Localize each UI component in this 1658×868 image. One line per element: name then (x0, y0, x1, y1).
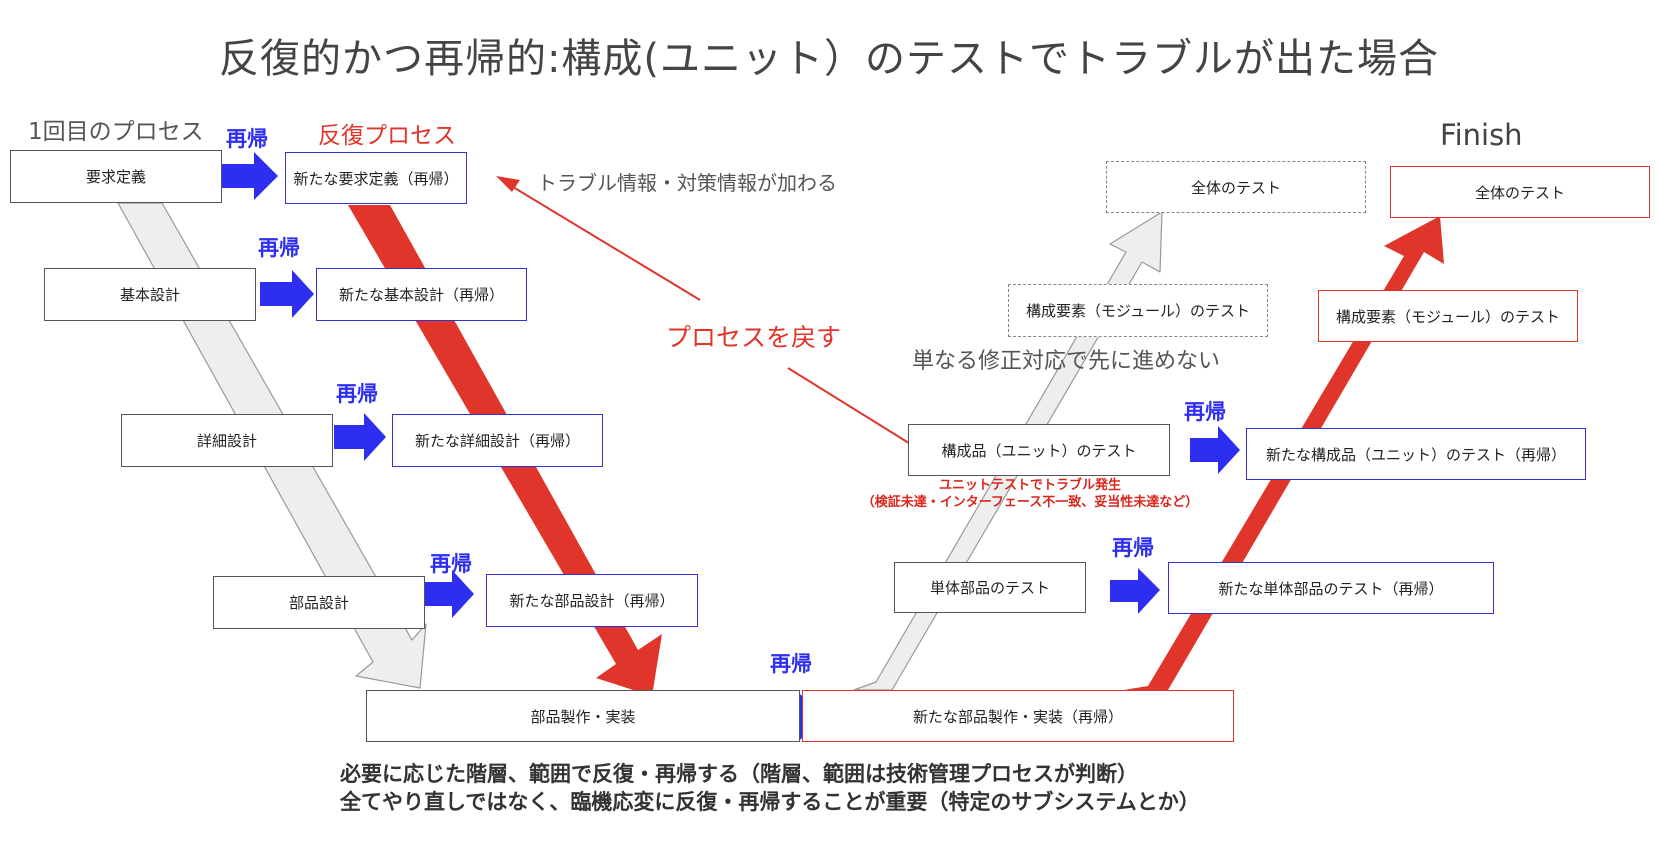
recursion-arrow-2 (260, 270, 314, 318)
recursion-label-7: 再帰 (1184, 400, 1226, 424)
recursion-label-1: 再帰 (226, 127, 268, 151)
footer-notes: 必要に応じた階層、範囲で反復・再帰する（階層、範囲は技術管理プロセスが判断） 全… (340, 760, 1200, 816)
trouble-note-line1: ユニットテストでトラブル発生 (938, 478, 1121, 493)
recursion-arrow-6 (1110, 568, 1160, 614)
requirements-box: 要求定義 (10, 150, 222, 203)
trouble-note: ユニットテストでトラブル発生 （検証未達・インターフェース不一致、妥当性未達など… (840, 477, 1220, 511)
module-test-box: 構成要素（モジュール）のテスト (1318, 290, 1578, 342)
recursion-arrow-4 (422, 570, 474, 618)
part-design-box: 部品設計 (213, 576, 425, 629)
new-part-design-box: 新たな部品設計（再帰） (486, 574, 698, 627)
basic-design-box: 基本設計 (44, 268, 256, 321)
recursion-label-6: 再帰 (1112, 536, 1154, 560)
recursion-arrow-3 (334, 413, 386, 461)
new-unit-part-test-box: 新たな単体部品のテスト（再帰） (1168, 562, 1494, 614)
return-line-lower (787, 367, 913, 446)
new-detail-design-box: 新たな詳細設計（再帰） (392, 414, 603, 467)
recursion-label-2: 再帰 (258, 236, 300, 260)
recursion-arrow-7 (1190, 426, 1240, 474)
finish-label: Finish (1440, 118, 1523, 152)
return-process-label: プロセスを戻す (666, 323, 842, 352)
part-manufacture-box: 部品製作・実装 (366, 690, 800, 742)
detail-design-box: 詳細設計 (121, 414, 333, 467)
recursion-label-4: 再帰 (430, 552, 472, 576)
page-title: 反復的かつ再帰的:構成(ユニット）のテストでトラブルが出た場合 (218, 36, 1440, 82)
return-arrowhead (496, 176, 520, 192)
first-process-label: 1回目のプロセス (28, 119, 204, 145)
new-basic-design-box: 新たな基本設計（再帰） (316, 268, 527, 321)
trouble-info-label: トラブル情報・対策情報が加わる (537, 171, 837, 195)
new-requirements-box: 新たな要求定義（再帰） (285, 152, 467, 204)
module-test-dashed-box: 構成要素（モジュール）のテスト (1008, 284, 1268, 337)
whole-test-box: 全体のテスト (1390, 166, 1650, 218)
new-part-manufacture-box: 新たな部品製作・実装（再帰） (802, 690, 1234, 742)
recursion-label-5: 再帰 (770, 652, 812, 676)
whole-test-dashed-box: 全体のテスト (1106, 161, 1366, 213)
unit-part-test-box: 単体部品のテスト (894, 562, 1086, 613)
footer-line1: 必要に応じた階層、範囲で反復・再帰する（階層、範囲は技術管理プロセスが判断） (340, 762, 1138, 786)
return-line-upper (507, 183, 701, 301)
trouble-note-line2: （検証未達・インターフェース不一致、妥当性未達など） (861, 495, 1199, 510)
not-just-fix-label: 単なる修正対応で先に進めない (912, 349, 1221, 374)
iteration-process-label: 反復プロセス (318, 123, 456, 149)
recursion-label-3: 再帰 (336, 382, 378, 406)
footer-line2: 全てやり直しではなく、臨機応変に反復・再帰することが重要（特定のサブシステムとか… (340, 790, 1200, 814)
recursion-arrow-1 (222, 152, 278, 200)
unit-test-box: 構成品（ユニット）のテスト (908, 424, 1170, 476)
new-unit-test-box: 新たな構成品（ユニット）のテスト（再帰） (1246, 428, 1586, 480)
blue-recursion-arrows (222, 152, 1240, 740)
